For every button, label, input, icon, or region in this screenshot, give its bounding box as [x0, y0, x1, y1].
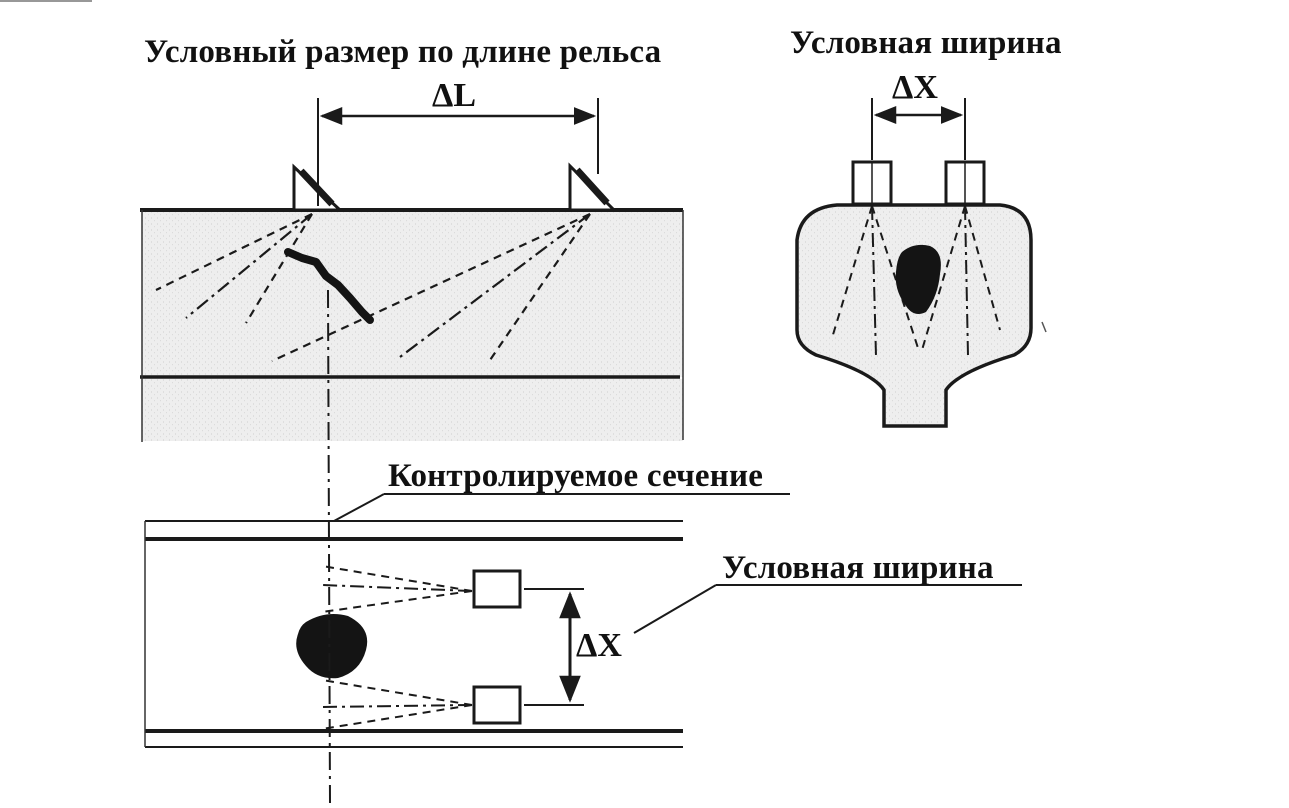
- plan-probe-lower: [472, 685, 522, 725]
- controlled-section-leader: [333, 493, 385, 522]
- left-probe-beams: [155, 213, 313, 324]
- plan-beams: [321, 565, 473, 730]
- delta-x-top-label: ΔX: [892, 69, 938, 106]
- probe-left-crystal: [298, 168, 335, 207]
- delta-l-dimension: [317, 98, 599, 206]
- side-width-label: Условная ширина: [722, 550, 994, 586]
- delta-l-label: ΔL: [432, 77, 476, 114]
- cross-section-beams: [831, 205, 1001, 357]
- rail-web-band: [142, 379, 683, 441]
- side-width-leader: [633, 584, 717, 634]
- controlled-section-axis: [327, 289, 331, 805]
- cross-section-defect: [895, 244, 941, 314]
- delta-x-bottom-label: ΔX: [576, 627, 622, 664]
- rail-head-band: [142, 210, 683, 377]
- probe-right-crystal: [574, 167, 610, 206]
- title-width-label: Условная ширина: [790, 25, 1062, 61]
- plan-defect: [296, 614, 368, 679]
- delta-x-top-dimension: [871, 98, 966, 160]
- title-length-label: Условный размер по длине рельса: [144, 34, 661, 70]
- rail-cross-section: [795, 160, 1047, 428]
- crack-defect: [284, 248, 374, 324]
- rail-side-view: [140, 162, 684, 442]
- controlled-section-label: Контролируемое сечение: [388, 458, 763, 494]
- plan-probe-upper: [472, 569, 522, 609]
- cross-section-tick: [1041, 321, 1047, 333]
- rail-plan-view: [144, 520, 683, 748]
- right-probe-beams: [271, 213, 591, 364]
